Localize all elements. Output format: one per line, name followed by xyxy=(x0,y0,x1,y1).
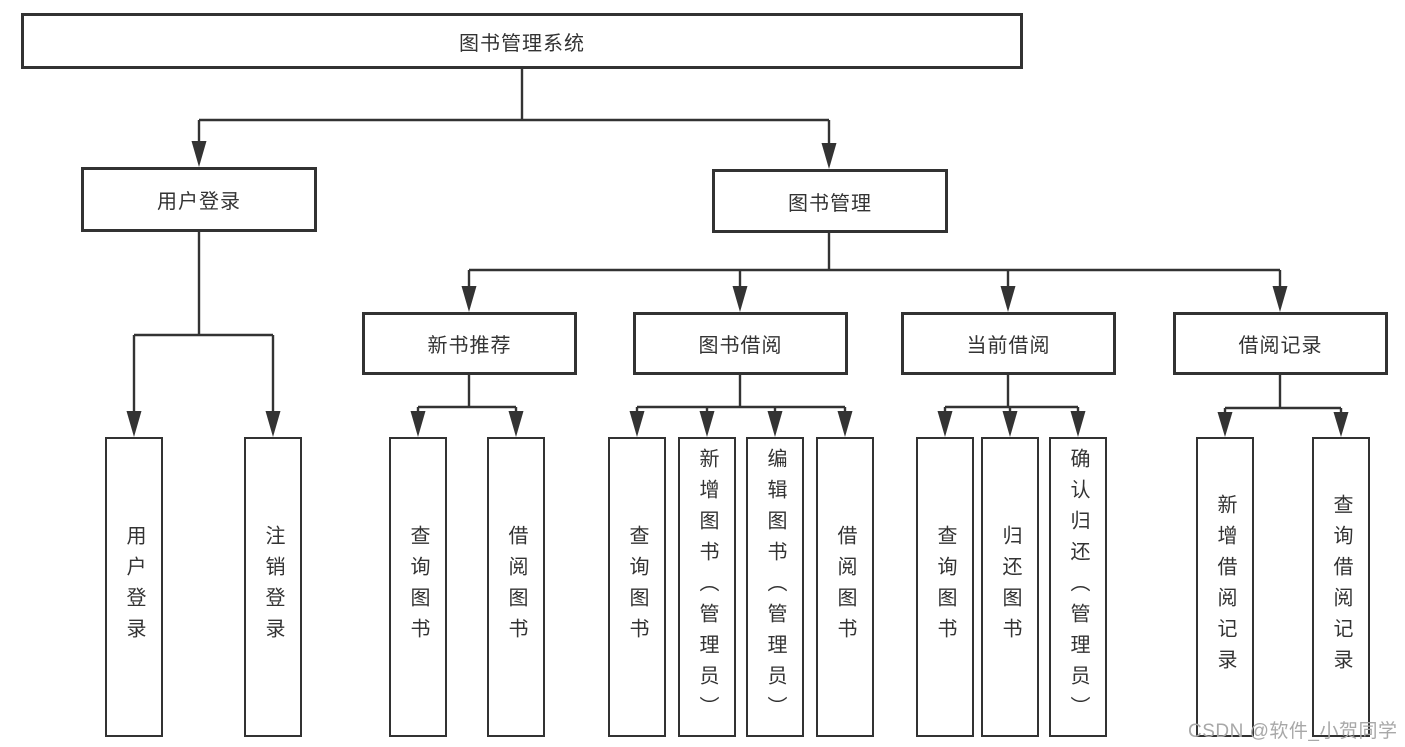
leaf-current-query-book-label: 查询图书 xyxy=(934,525,956,649)
node-book-borrow: 图书借阅 xyxy=(633,312,848,375)
leaf-user-login-label: 用户登录 xyxy=(123,525,145,649)
leaf-records-add-record: 新增借阅记录 xyxy=(1196,437,1254,737)
node-new-book-recommend-label: 新书推荐 xyxy=(427,335,512,357)
leaf-borrow-borrow-book-label: 借阅图书 xyxy=(834,525,856,649)
leaf-current-query-book: 查询图书 xyxy=(916,437,974,737)
arrowheads xyxy=(126,141,1349,437)
watermark: CSDN @软件_小贺同学 xyxy=(1188,721,1398,742)
leaf-borrow-query-book: 查询图书 xyxy=(608,437,666,737)
leaf-current-confirm-return-admin-label: 确认归还（管理员） xyxy=(1067,447,1089,727)
leaf-logout-login-label: 注销登录 xyxy=(262,525,284,649)
node-borrow-records-label: 借阅记录 xyxy=(1238,335,1323,357)
leaf-user-login: 用户登录 xyxy=(105,437,163,737)
leaf-borrow-add-book-admin-label: 新增图书（管理员） xyxy=(696,447,718,727)
leaf-records-query-record-label: 查询借阅记录 xyxy=(1330,494,1352,680)
leaf-borrow-edit-book-admin-label: 编辑图书（管理员） xyxy=(764,447,786,727)
node-book-management: 图书管理 xyxy=(712,169,948,233)
node-user-login: 用户登录 xyxy=(81,167,317,232)
leaf-borrow-query-book-label: 查询图书 xyxy=(626,525,648,649)
node-current-borrow-label: 当前借阅 xyxy=(966,335,1051,357)
leaf-current-return-book: 归还图书 xyxy=(981,437,1039,737)
node-book-borrow-label: 图书借阅 xyxy=(698,335,783,357)
leaf-current-confirm-return-admin: 确认归还（管理员） xyxy=(1049,437,1107,737)
node-root: 图书管理系统 xyxy=(21,13,1023,69)
leaf-recommend-query-book-label: 查询图书 xyxy=(407,525,429,649)
node-current-borrow: 当前借阅 xyxy=(901,312,1116,375)
leaf-recommend-borrow-book-label: 借阅图书 xyxy=(505,525,527,649)
leaf-borrow-edit-book-admin: 编辑图书（管理员） xyxy=(746,437,804,737)
leaf-logout-login: 注销登录 xyxy=(244,437,302,737)
leaf-borrow-add-book-admin: 新增图书（管理员） xyxy=(678,437,736,737)
leaf-records-query-record: 查询借阅记录 xyxy=(1312,437,1370,737)
node-borrow-records: 借阅记录 xyxy=(1173,312,1388,375)
node-book-management-label: 图书管理 xyxy=(788,192,872,215)
leaf-recommend-query-book: 查询图书 xyxy=(389,437,447,737)
node-root-label: 图书管理系统 xyxy=(459,32,585,55)
leaf-current-return-book-label: 归还图书 xyxy=(999,525,1021,649)
node-user-login-label: 用户登录 xyxy=(157,191,241,213)
leaf-recommend-borrow-book: 借阅图书 xyxy=(487,437,545,737)
leaf-records-add-record-label: 新增借阅记录 xyxy=(1214,494,1236,680)
leaf-borrow-borrow-book: 借阅图书 xyxy=(816,437,874,737)
node-new-book-recommend: 新书推荐 xyxy=(362,312,577,375)
